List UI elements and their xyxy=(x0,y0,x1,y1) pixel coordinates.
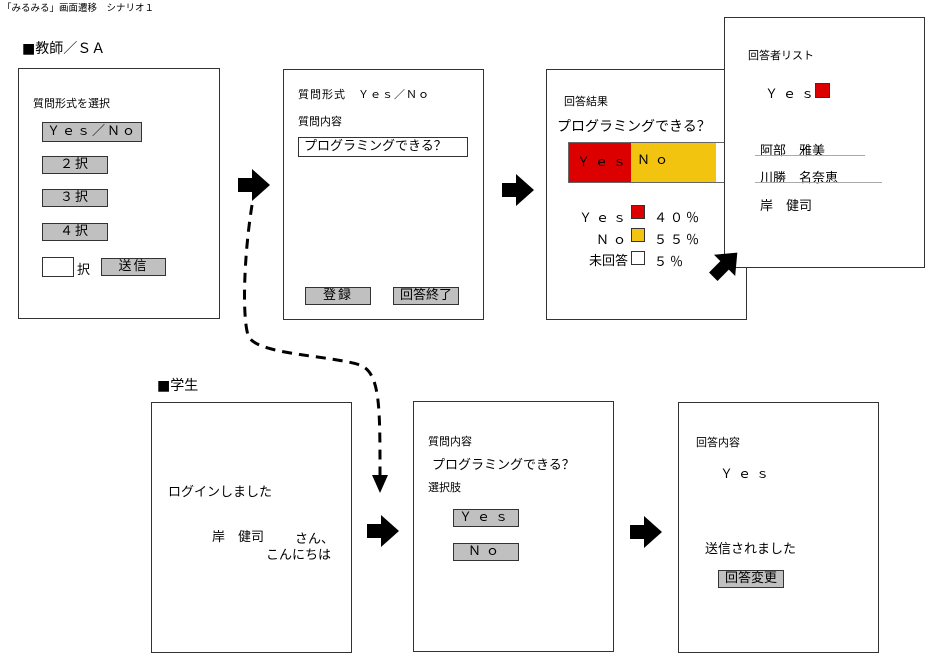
option-3-button[interactable]: ３択 xyxy=(42,189,108,207)
change-answer-button[interactable]: 回答変更 xyxy=(718,570,784,588)
filter-label: Ｙｅｓ xyxy=(765,87,820,102)
student-name: 岸 健司 xyxy=(212,530,265,545)
heading: 質問形式を選択 xyxy=(33,97,110,110)
content-label: 質問内容 xyxy=(298,115,342,128)
screen-student-login: ログインしました 岸 健司 さん、 こんにちは xyxy=(151,402,352,653)
custom-suffix: 択 xyxy=(77,263,91,278)
login-message: ログインしました xyxy=(168,485,273,500)
divider xyxy=(755,182,882,183)
question-text: プログラミングできる？ xyxy=(557,119,711,135)
arrow-diagonal-icon xyxy=(709,252,738,281)
greeting: こんにちは xyxy=(266,548,332,563)
heading: 回答内容 xyxy=(696,436,740,449)
legend-swatch-unanswered xyxy=(631,251,645,265)
option-4-button[interactable]: ４択 xyxy=(42,223,108,241)
dashed-transition-arrow xyxy=(243,204,388,493)
legend-swatch-no xyxy=(631,228,645,242)
bar-segment-unanswered xyxy=(716,143,724,182)
respondent-name[interactable]: 岸 健司 xyxy=(760,199,813,214)
legend-value-no: ５５％ xyxy=(654,233,703,248)
bar-segment-no: Ｎｏ xyxy=(631,143,717,182)
format-label: 質問形式 Ｙｅｓ／Ｎｏ xyxy=(298,88,430,101)
result-bar: Ｙｅｓ Ｎｏ xyxy=(568,142,730,183)
diagram-title: 「みるみる」画面遷移 シナリオ１ xyxy=(2,3,155,14)
legend-label-no: Ｎｏ xyxy=(595,233,630,248)
legend-label-unanswered: 未回答 xyxy=(588,254,628,269)
screen-select-format: 質問形式を選択 Ｙｅｓ／Ｎｏ ２択 ３択 ４択 択 送信 xyxy=(18,68,220,319)
answer-value: Ｙｅｓ xyxy=(720,467,775,482)
legend-value-unanswered: ５％ xyxy=(654,255,687,270)
choice-no-button[interactable]: Ｎｏ xyxy=(453,543,519,561)
question-input[interactable]: プログラミングできる？ xyxy=(298,137,468,157)
choice-yes-button[interactable]: Ｙｅｓ xyxy=(453,509,519,527)
screen-question-input: 質問形式 Ｙｅｓ／Ｎｏ 質問内容 プログラミングできる？ 登録 回答終了 xyxy=(283,69,484,320)
legend-value-yes: ４０％ xyxy=(654,211,703,226)
option-yes-no-button[interactable]: Ｙｅｓ／Ｎｏ xyxy=(42,122,142,142)
content-label: 質問内容 xyxy=(428,435,472,448)
respondent-name[interactable]: 川勝 名奈恵 xyxy=(760,171,839,186)
arrow-right-icon xyxy=(502,174,534,206)
end-answer-button[interactable]: 回答終了 xyxy=(393,287,459,305)
screen-results: 回答結果 プログラミングできる？ Ｙｅｓ Ｎｏ Ｙｅｓ ４０％ Ｎｏ ５５％ 未… xyxy=(546,69,747,320)
honorific: さん、 xyxy=(295,532,335,547)
heading: 回答者リスト xyxy=(748,49,814,62)
bar-segment-yes: Ｙｅｓ xyxy=(569,143,631,182)
screen-student-answer: 質問内容 プログラミングできる？ 選択肢 Ｙｅｓ Ｎｏ xyxy=(413,401,614,652)
sent-message: 送信されました xyxy=(705,542,797,557)
arrow-right-icon xyxy=(238,169,270,201)
arrow-right-icon xyxy=(630,516,662,548)
custom-count-input[interactable] xyxy=(42,257,74,277)
option-2-button[interactable]: ２択 xyxy=(42,156,108,174)
student-section-label: ■学生 xyxy=(157,378,199,394)
filter-swatch-yes xyxy=(815,83,830,98)
send-button[interactable]: 送信 xyxy=(101,258,166,276)
arrow-right-icon xyxy=(367,515,399,547)
screen-respondent-list: 回答者リスト Ｙｅｓ 阿部 雅美 川勝 名奈恵 岸 健司 xyxy=(724,17,925,268)
register-button[interactable]: 登録 xyxy=(305,287,371,305)
screen-answer-sent: 回答内容 Ｙｅｓ 送信されました 回答変更 xyxy=(678,402,879,653)
divider xyxy=(755,155,865,156)
legend-label-yes: Ｙｅｓ xyxy=(578,211,630,226)
respondent-name[interactable]: 阿部 雅美 xyxy=(760,144,826,159)
question-text: プログラミングできる？ xyxy=(432,458,575,473)
heading: 回答結果 xyxy=(564,95,608,108)
teacher-section-label: ■教師／ＳＡ xyxy=(22,41,106,57)
legend-swatch-yes xyxy=(631,205,645,219)
choices-label: 選択肢 xyxy=(428,481,461,494)
